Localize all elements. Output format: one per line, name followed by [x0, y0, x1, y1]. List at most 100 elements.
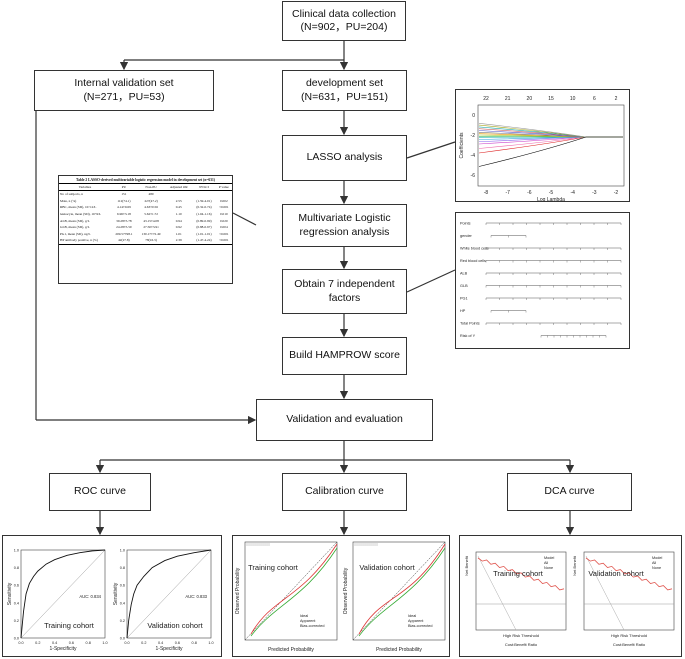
calibration-legend-label: Bias-corrected [408, 624, 432, 628]
roc-y-tick: 0.2 [120, 619, 125, 623]
table-cell: (1.47-4.24) [192, 237, 216, 245]
collection-title: Clinical data collection [292, 7, 396, 20]
roc-y-tick: 0.6 [120, 584, 125, 588]
internal-title: Internal validation set [74, 77, 174, 90]
roc-x-tick: 0.8 [86, 641, 91, 645]
table-cell: 42(27.8) [110, 237, 137, 245]
dca-x-label-2: Cost:Benefit Ratio [613, 642, 646, 647]
roc-curve-line [126, 549, 212, 639]
table-row: HP antibody positive, n (%)42(27.8)78(16… [59, 237, 232, 245]
table-cell: 39.28±5.78 [116, 218, 132, 223]
table-cell [165, 191, 192, 198]
table-cell: 5.62±1.72 [144, 212, 158, 217]
roc-curve-line [20, 549, 106, 639]
table-cell: 0.92 [175, 225, 182, 230]
table-cell: <0.001 [215, 237, 232, 245]
table-cell: <0.001 [219, 205, 229, 210]
table-cell: (0.88-0.97) [196, 225, 212, 230]
roc-y-label: Sensitivity [7, 582, 13, 605]
table-cell [216, 191, 232, 198]
multivariate-line1: Multivariate Logistic [298, 212, 391, 225]
roc-y-tick: 0.0 [14, 637, 19, 641]
table-cell: 480 [148, 192, 154, 197]
lasso-x-label: Log Lambda [537, 197, 565, 202]
dca-plot-frame [583, 551, 675, 631]
roc-x-tick: 0.6 [175, 641, 180, 645]
roc-x-tick: 0.2 [141, 641, 146, 645]
table-cell: 0.94 [175, 218, 182, 223]
validation-evaluation-box: Validation and evaluation [256, 399, 433, 441]
lasso-x-tick: -5 [549, 190, 554, 196]
lasso-x-tick: -4 [570, 190, 575, 196]
lasso-x-tick: -6 [527, 190, 532, 196]
nomogram-row-label: Points [460, 222, 471, 226]
obtain-line1: Obtain 7 independent [294, 278, 395, 291]
table-header-cell: Adjusted OR [165, 183, 193, 191]
table-cell: (1.01-1.01) [196, 231, 212, 236]
lasso-top-tick: 20 [527, 96, 533, 102]
lasso-y-tick: -4 [471, 153, 476, 159]
dca-legend-label: All [544, 561, 548, 565]
table-cell: Male, n (%) [60, 198, 77, 203]
table-cell: 0.45 [175, 205, 182, 210]
multivariate-box: Multivariate Logistic regression analysi… [282, 204, 407, 247]
calibration-ideal-line [244, 541, 338, 641]
roc-auc-label: AUC: 0.833 [185, 594, 207, 599]
roc-y-tick: 0.8 [120, 566, 125, 570]
obtain-factors-box: Obtain 7 independent factors [282, 269, 407, 314]
lasso-y-label: Coefficients [459, 132, 465, 159]
calibration-y-label: Observed Probability [235, 567, 241, 614]
roc-x-tick: 1.0 [102, 641, 107, 645]
roc-y-tick: 1.0 [14, 549, 19, 553]
table-cell: ALB, mean (SD), g/L [60, 218, 90, 223]
roc-x-tick: 0.2 [35, 641, 40, 645]
roc-y-tick: 0.8 [14, 566, 19, 570]
roc-y-tick: 0.4 [14, 601, 19, 605]
internal-validation-box: Internal validation set (N=271，PU=53) [34, 70, 214, 111]
dca-cohort-label: Training cohort [493, 569, 544, 578]
lasso-analysis-box: LASSO analysis [282, 135, 407, 181]
lasso-top-tick: 22 [483, 96, 489, 102]
lasso-title: LASSO analysis [306, 151, 383, 164]
table-cell: 43.15±4.08 [143, 218, 159, 223]
calibration-x-label: Predicted Probability [268, 647, 314, 653]
dca-y-label: Net Benefit [464, 555, 469, 576]
table-cell: HP antibody positive, n (%) [59, 237, 111, 245]
build-score-box: Build HAMPROW score [282, 337, 407, 375]
lasso-top-tick: 10 [570, 96, 576, 102]
regression-table: Table 2 LASSO-derived multivariable logi… [58, 175, 233, 284]
table-cell: 0.020 [220, 218, 228, 223]
roc-x-tick: 0.8 [192, 641, 197, 645]
table-cell: 78(16.3) [136, 237, 166, 245]
table-cell: (1.59-4.01) [196, 198, 212, 203]
dca-title: DCA curve [544, 485, 595, 498]
table-cell: 6.96±3.18 [117, 212, 131, 217]
calibration-apparent-line [358, 543, 446, 635]
table-cell: 0.010 [220, 212, 228, 217]
calibration-cohort-label: Training cohort [248, 563, 299, 572]
build-title: Build HAMPROW score [289, 349, 400, 362]
roc-reference-line [126, 549, 212, 639]
calibration-apparent-line [250, 543, 338, 635]
nomogram-row-label: GLB [460, 284, 468, 288]
roc-x-tick: 0.4 [52, 641, 57, 645]
table-cell: 112(74.1) [117, 198, 131, 203]
roc-y-label: Sensitivity [113, 582, 119, 605]
dca-model-line [477, 557, 565, 591]
validation-title: Validation and evaluation [286, 413, 403, 426]
lasso-x-tick: -8 [484, 190, 489, 196]
table-cell: 24.28±5.50 [116, 225, 132, 230]
nomogram-row-label: ALB [460, 272, 468, 276]
table-cell: 2.55 [175, 198, 182, 203]
calibration-bias-corrected-line [250, 547, 338, 637]
lasso-top-tick: 15 [548, 96, 554, 102]
dca-x-label: High Risk Threshold [503, 633, 539, 638]
dca-all-line [585, 555, 625, 631]
table-cell: 0.002 [220, 198, 228, 203]
dca-cohort-label: Validation cohort [588, 569, 644, 578]
